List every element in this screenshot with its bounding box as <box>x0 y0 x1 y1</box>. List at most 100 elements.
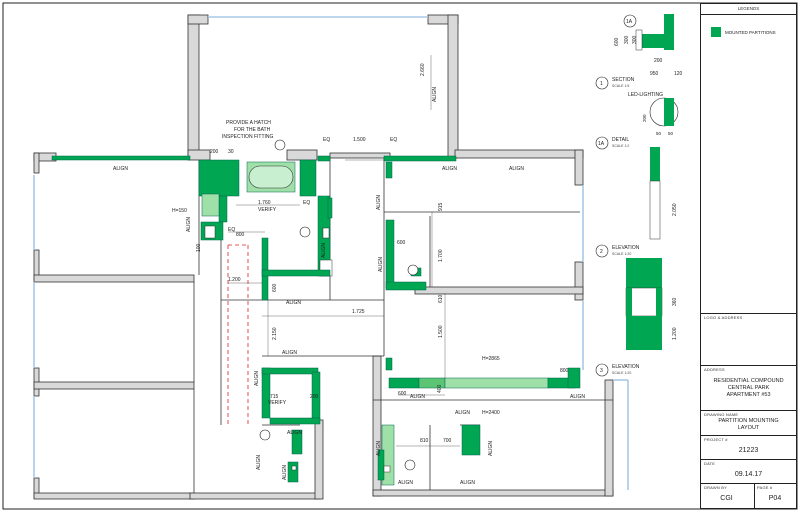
section-ref-1a: 1A <box>626 19 633 25</box>
legends-divider <box>701 14 796 15</box>
dim-eq-c: EQ <box>303 200 310 206</box>
dim-1760: 1.760 <box>258 200 271 206</box>
exterior-walls <box>33 14 614 500</box>
address-section: ADDRESS RESIDENTIAL COMPOUND CENTRAL PAR… <box>701 366 796 411</box>
dim-915: 915 <box>438 202 444 211</box>
det-dim-200: 200 <box>642 114 647 122</box>
dim-800: 800 <box>236 232 245 238</box>
section-marker-5 <box>404 459 416 471</box>
section-marker-2 <box>299 226 311 238</box>
drawn-page-divider <box>754 484 755 508</box>
address-line-3: APARTMENT #53 <box>726 392 771 398</box>
dim-600: 600 <box>272 283 278 292</box>
dim-1725: 1.725 <box>352 309 365 315</box>
dim-30: 30 <box>228 149 234 155</box>
align-2: ALIGN <box>432 87 438 102</box>
align-3: ALIGN <box>442 166 457 172</box>
title-block: LEGENDS MOUNTED PARTITIONS LOGO & ADDRES… <box>700 3 797 509</box>
legend-swatch <box>711 27 721 37</box>
section-tag-1: 1 <box>600 81 603 87</box>
fixtures <box>204 225 391 473</box>
align-21: ALIGN <box>460 480 475 486</box>
detail-elevation-3: 360 1.200 3 ELEVATION SCALE 1:20 <box>595 258 678 377</box>
legend-item: MOUNTED PARTITIONS <box>725 30 776 35</box>
align-19: ALIGN <box>488 441 494 456</box>
page-value: P04 <box>768 495 782 502</box>
dim-100: 100 <box>196 243 202 252</box>
dim-715: 715 <box>270 394 279 400</box>
sec-dim-300a: 300 <box>624 35 630 44</box>
drawn-by-value: CGI <box>720 495 733 502</box>
legends-label: LEGENDS <box>737 6 760 11</box>
align-4: ALIGN <box>509 166 524 172</box>
address-line-1: RESIDENTIAL COMPOUND <box>713 378 784 384</box>
detail-elevation-2: 2.050 2 ELEVATION SCALE 1:20 <box>595 147 678 258</box>
align-17: ALIGN <box>455 410 470 416</box>
section-marker-3 <box>407 264 419 276</box>
drawn-by-label: DRAWN BY <box>704 485 728 490</box>
detail-scale: SCALE 1:2 <box>612 144 629 148</box>
elev3-dim-360: 360 <box>672 297 678 306</box>
detail-led: LED-LIGHTING 200 50 50 1A DETAIL SCALE 1… <box>595 92 679 150</box>
dim-1500-r: 1.500 <box>438 325 444 338</box>
elev2-tag: 2 <box>600 249 603 255</box>
dim-2150: 2.150 <box>272 327 278 340</box>
dim-h2400: H=2400 <box>482 410 500 416</box>
window-glazing <box>33 16 629 490</box>
align-5: ALIGN <box>186 217 192 232</box>
dim-eq-b: EQ <box>390 137 397 143</box>
align-11: ALIGN <box>254 371 260 386</box>
sec-dim-600: 600 <box>614 37 620 46</box>
align-6: ALIGN <box>286 300 301 306</box>
drawing-name-label: DRAWING NAME <box>704 412 739 417</box>
align-1: ALIGN <box>113 166 128 172</box>
address-label: ADDRESS <box>704 367 725 372</box>
dim-700: 700 <box>443 438 452 444</box>
logo-section: LOGO & ADDRESS <box>701 314 796 366</box>
align-18: ALIGN <box>376 441 382 456</box>
project-number: 21223 <box>738 447 759 454</box>
elev3-title: ELEVATION <box>612 364 640 370</box>
interior-walls <box>193 158 613 493</box>
align-7: ALIGN <box>376 195 382 210</box>
dim-200-a: 200 <box>210 149 219 155</box>
align-9: ALIGN <box>378 257 384 272</box>
dim-200-c: 200 <box>310 394 319 400</box>
dim-eq-d: EQ <box>228 227 235 233</box>
elev2-scale: SCALE 1:20 <box>612 252 631 256</box>
elev2-dim: 2.050 <box>672 203 678 216</box>
dim-1200: 1.200 <box>228 277 241 283</box>
detail-section-1: 1A 600 300 300 200 950 120 1 SECTION SCA… <box>595 14 683 90</box>
dim-1500: 1.500 <box>353 137 366 143</box>
project-section: PROJECT # 21223 <box>701 436 796 460</box>
note-hatch-1: PROVIDE A HATCH <box>226 120 271 126</box>
drawing-name-line-2: LAYOUT <box>737 425 760 431</box>
verify-1: VERIFY <box>258 207 277 213</box>
align-8: ALIGN <box>321 243 327 258</box>
plan-labels: PROVIDE A HATCH FOR THE BATH INSPECTION … <box>113 63 585 486</box>
elev3-dim-1200: 1.200 <box>672 327 678 340</box>
detail-title: DETAIL <box>612 137 629 143</box>
page-label: PAGE # <box>757 485 773 490</box>
note-hatch-3: INSPECTION FITTING <box>222 134 274 140</box>
section-markers <box>259 139 419 471</box>
drawn-page-section: DRAWN BY CGI PAGE # P04 <box>701 484 796 508</box>
hidden-line-dashed <box>227 244 249 425</box>
dim-600-b: 600 <box>398 391 407 397</box>
led-label: LED-LIGHTING <box>628 92 663 98</box>
sec-dim-300b: 300 <box>632 35 638 44</box>
drawing-name-line-1: PARTITION MOUNTING <box>718 418 779 424</box>
address-line-2: CENTRAL PARK <box>727 385 770 391</box>
align-13: ALIGN <box>256 455 262 470</box>
dim-h2865: H=2865 <box>482 356 500 362</box>
dimension-lines <box>228 55 460 447</box>
dim-eq-a: EQ <box>323 137 330 143</box>
dim-800-b: 800 <box>560 368 569 374</box>
elev3-scale: SCALE 1:20 <box>612 371 631 375</box>
note-hatch-2: FOR THE BATH <box>234 127 271 133</box>
align-14: ALIGN <box>282 465 288 480</box>
sec-dim-200: 200 <box>654 58 663 64</box>
legends-section: LEGENDS MOUNTED PARTITIONS <box>701 4 796 314</box>
